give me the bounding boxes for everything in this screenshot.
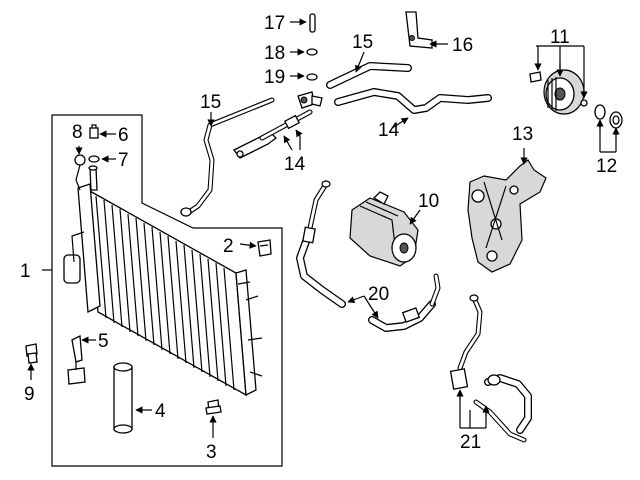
callout-labels: 1 2 3 4 5 6 7 8 9 10 11 12 13 14 14 15 1… bbox=[20, 13, 617, 463]
valve-part-6 bbox=[89, 124, 99, 139]
compressor-bracket-part-13 bbox=[467, 159, 547, 273]
o-ring-part-18 bbox=[306, 48, 318, 56]
fitting-part-8 bbox=[74, 154, 86, 191]
condenser bbox=[63, 165, 263, 397]
receiver-drier-part-4 bbox=[113, 362, 133, 434]
hose-part-14-right bbox=[334, 88, 492, 114]
bracket-part-5 bbox=[67, 334, 86, 385]
pipe-part-15-left bbox=[180, 97, 275, 217]
bracket-part-14-left bbox=[233, 109, 313, 159]
callout-3: 3 bbox=[206, 442, 217, 463]
bolt-part-9 bbox=[25, 343, 38, 364]
connector-fitting bbox=[297, 91, 323, 109]
callout-11: 11 bbox=[550, 27, 570, 48]
callout-4: 4 bbox=[155, 401, 166, 422]
bracket-part-16 bbox=[405, 11, 433, 49]
callout-15-top: 15 bbox=[352, 32, 373, 53]
shim-part-12 bbox=[594, 104, 623, 129]
callout-9: 9 bbox=[24, 384, 35, 405]
callout-13: 13 bbox=[512, 124, 533, 145]
callout-5: 5 bbox=[98, 331, 109, 352]
callout-14-right: 14 bbox=[378, 120, 400, 141]
discharge-hose-part-20 bbox=[296, 180, 441, 332]
leader-lines bbox=[27, 18, 620, 438]
callout-16: 16 bbox=[452, 35, 473, 56]
valve-core-part-17 bbox=[309, 13, 316, 33]
callout-1: 1 bbox=[20, 261, 31, 282]
liquid-line-part-21 bbox=[449, 294, 532, 443]
callout-20: 20 bbox=[368, 284, 389, 305]
callout-19: 19 bbox=[264, 67, 285, 88]
bracket-part-2 bbox=[257, 239, 272, 257]
callout-18: 18 bbox=[264, 43, 285, 64]
callout-7: 7 bbox=[118, 150, 129, 171]
compressor-part-10 bbox=[349, 191, 419, 267]
callout-6: 6 bbox=[118, 125, 129, 146]
o-ring-part-19 bbox=[306, 73, 318, 81]
hose-part-15-top bbox=[326, 62, 412, 89]
callout-15-left: 15 bbox=[200, 92, 221, 113]
callout-12: 12 bbox=[596, 156, 617, 177]
callout-14-left: 14 bbox=[284, 154, 306, 175]
condenser-group-outline bbox=[51, 114, 283, 467]
callout-21: 21 bbox=[460, 432, 481, 453]
callout-17: 17 bbox=[264, 13, 285, 34]
clip-part-3 bbox=[205, 399, 222, 415]
callout-2: 2 bbox=[223, 236, 234, 257]
o-ring-part-7 bbox=[88, 155, 100, 163]
callout-8: 8 bbox=[72, 122, 83, 143]
callout-10: 10 bbox=[418, 191, 439, 212]
clutch-assembly-part-11 bbox=[529, 69, 588, 115]
